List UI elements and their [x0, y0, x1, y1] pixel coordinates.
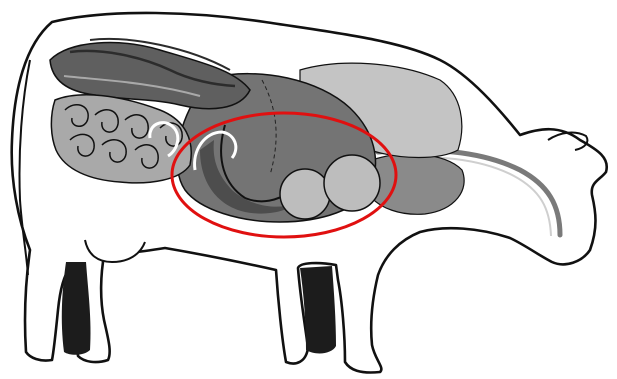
omasum-sphere-left [280, 169, 330, 219]
omasum-sphere-right [324, 155, 380, 211]
far-hind-leg [62, 262, 91, 355]
liver [370, 154, 464, 214]
